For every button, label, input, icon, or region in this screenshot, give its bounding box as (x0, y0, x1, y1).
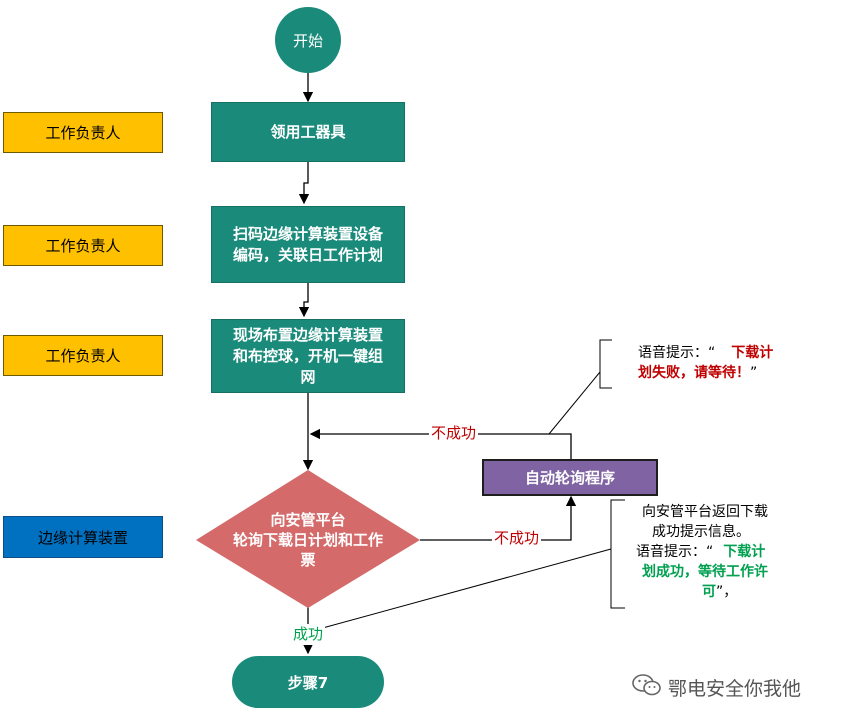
note-success: 向安管平台返回下载 成功提示信息。 语音提示：“ 下载计 划成功，等待工作许 可”… (636, 502, 836, 602)
note-prefix: 语音提示：“ (636, 544, 714, 560)
note-suffix: ”， (716, 584, 738, 600)
role-box-3: 工作负责人 (3, 335, 163, 376)
role-box-2: 工作负责人 (3, 225, 163, 266)
role-label: 工作负责人 (45, 347, 121, 365)
auto-poll-box: 自动轮询程序 (482, 459, 658, 496)
step-label-line: 网 (300, 367, 316, 386)
note-prefix: 语音提示：“ (638, 345, 716, 361)
step-label-line: 现场布置边缘计算装置 (232, 325, 383, 344)
watermark-text: 鄂电安全你我他 (668, 678, 802, 700)
wechat-icon (632, 673, 662, 702)
note-success-line5: 可”， (636, 582, 836, 602)
note-success-line4: 划成功，等待工作许 (636, 562, 836, 582)
decision-diamond (196, 470, 420, 608)
step-collect-tools: 领用工器具 (211, 102, 405, 162)
end-node: 步骤7 (232, 656, 384, 708)
note-highlight: 下载计 (723, 544, 766, 560)
poll-label: 自动轮询程序 (524, 469, 615, 487)
note-success-line1: 向安管平台返回下载 (642, 504, 768, 520)
note-success-line3: 语音提示：“ 下载计 (636, 542, 836, 562)
role-label: 边缘计算装置 (37, 528, 128, 547)
role-box-1: 工作负责人 (3, 112, 163, 153)
note-highlight: 下载计 (731, 345, 774, 361)
note-highlight: 划成功，等待工作许 (642, 564, 768, 580)
note-fail: 语音提示：“ 下载计 划失败，请等待！” (638, 343, 808, 383)
role-label: 工作负责人 (45, 124, 121, 142)
start-node: 开始 (275, 7, 341, 73)
step-deploy-network: 现场布置边缘计算装置 和布控球，开机一键组 网 (211, 319, 405, 393)
step-scan-device: 扫码边缘计算装置设备 编码，关联日工作计划 (211, 206, 405, 283)
note-highlight: 可 (702, 584, 716, 600)
decision-line: 轮询下载日计划和工作 (232, 531, 383, 549)
step-label-line: 编码，关联日工作计划 (232, 245, 383, 264)
decision-text: 向安管平台 轮询下载日计划和工作 票 (210, 510, 406, 570)
decision-line: 票 (300, 551, 316, 569)
note-fail-line1: 语音提示：“ 下载计 (638, 343, 808, 363)
note-success-line2: 成功提示信息。 (652, 524, 750, 540)
note-suffix: ” (750, 365, 758, 381)
end-label: 步骤7 (287, 673, 329, 692)
step-label-line: 扫码边缘计算装置设备 (232, 224, 383, 243)
watermark: 鄂电安全你我他 (632, 673, 801, 702)
decision-line: 向安管平台 (270, 511, 346, 529)
edge-label-fail-retry: 不成功 (429, 423, 479, 444)
step-label-line: 和布控球，开机一键组 (232, 346, 383, 365)
role-box-device: 边缘计算装置 (3, 516, 163, 558)
step-label: 领用工器具 (270, 122, 346, 141)
start-label: 开始 (292, 31, 323, 50)
edge-label-success: 成功 (291, 624, 326, 645)
edge-label-fail: 不成功 (492, 528, 542, 549)
role-label: 工作负责人 (45, 237, 121, 255)
note-fail-line2: 划失败，请等待！” (638, 363, 808, 383)
note-highlight: 划失败，请等待！ (638, 365, 750, 381)
